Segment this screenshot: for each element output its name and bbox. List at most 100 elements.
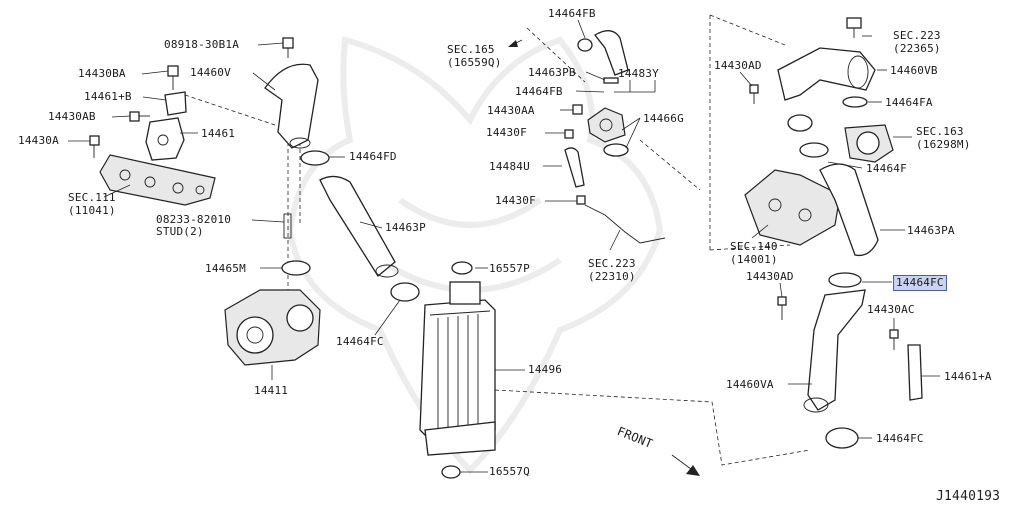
label-14496[interactable]: 14496 bbox=[528, 363, 563, 376]
label-16557p[interactable]: 16557P bbox=[489, 262, 530, 275]
bolt-14430ab[interactable] bbox=[129, 111, 150, 122]
label-08918-30b1a[interactable]: 08918-30B1A bbox=[164, 38, 240, 51]
label-14464fc-bottom[interactable]: 14464FC bbox=[876, 432, 924, 445]
label-sec223-bottom[interactable]: SEC.223 bbox=[588, 257, 636, 270]
label-14460vb[interactable]: 14460VB bbox=[890, 64, 938, 77]
clamp-14464fb[interactable] bbox=[603, 77, 619, 84]
exhaust-manifold[interactable] bbox=[99, 154, 216, 206]
label-14430ba[interactable]: 14430BA bbox=[78, 67, 126, 80]
label-14464fc-left[interactable]: 14464FC bbox=[336, 335, 384, 348]
boundary-center-3 bbox=[709, 14, 786, 46]
clamp-14464fb-top[interactable] bbox=[577, 38, 593, 52]
clamp-14464fc-highlight[interactable] bbox=[828, 272, 862, 288]
intercooler-14496[interactable] bbox=[419, 281, 496, 456]
leader-lines bbox=[68, 19, 940, 473]
pipe-14460va[interactable] bbox=[803, 289, 866, 413]
label-14461[interactable]: 14461 bbox=[201, 127, 236, 140]
label-14430aa[interactable]: 14430AA bbox=[487, 104, 535, 117]
label-sec223-bottom-ref: (22310) bbox=[588, 270, 636, 283]
clamp-14464fa[interactable] bbox=[842, 96, 868, 108]
hose-14463p[interactable] bbox=[319, 175, 399, 278]
bracket-14461[interactable] bbox=[145, 91, 187, 161]
label-16557q[interactable]: 16557Q bbox=[489, 465, 530, 478]
label-14463pb[interactable]: 14463PB bbox=[528, 66, 576, 79]
label-stud: STUD(2) bbox=[156, 225, 204, 238]
label-14464fb-top[interactable]: 14464FB bbox=[548, 7, 596, 20]
label-08233-82010[interactable]: 08233-82010 bbox=[156, 213, 232, 226]
label-sec223-top[interactable]: SEC.223 bbox=[893, 29, 941, 42]
hose-14463pb[interactable] bbox=[594, 30, 629, 76]
throttle-sec163[interactable] bbox=[844, 124, 894, 163]
clip-14430f-1[interactable] bbox=[564, 129, 574, 139]
stud-08233[interactable] bbox=[283, 213, 292, 239]
label-14464fd[interactable]: 14464FD bbox=[349, 150, 397, 163]
label-14430f-2[interactable]: 14430F bbox=[495, 194, 536, 207]
label-14464fb[interactable]: 14464FB bbox=[515, 85, 563, 98]
hose-14464f-body[interactable] bbox=[787, 114, 813, 132]
label-14464fa[interactable]: 14464FA bbox=[885, 96, 933, 109]
cap-16557q[interactable] bbox=[441, 465, 461, 479]
label-14430ad-mid[interactable]: 14430AD bbox=[746, 270, 794, 283]
clip-14430f-2[interactable] bbox=[576, 195, 586, 205]
bolt-14430aa[interactable] bbox=[572, 104, 583, 115]
label-sec163[interactable]: SEC.163 bbox=[916, 125, 964, 138]
label-14483y[interactable]: 14483Y bbox=[618, 67, 659, 80]
bolt-14430ac[interactable] bbox=[889, 329, 899, 350]
label-14460v[interactable]: 14460V bbox=[190, 66, 231, 79]
label-14430ab[interactable]: 14430AB bbox=[48, 110, 96, 123]
boundary-center-2 bbox=[639, 139, 701, 191]
label-14430ac[interactable]: 14430AC bbox=[867, 303, 915, 316]
label-14460va[interactable]: 14460VA bbox=[726, 378, 774, 391]
label-sec111-ref: (11041) bbox=[68, 204, 116, 217]
clamp-14464fc-bottom[interactable] bbox=[825, 427, 859, 449]
boundary-left-1 bbox=[184, 94, 276, 126]
pipe-14460v[interactable] bbox=[264, 63, 319, 149]
front-arrow bbox=[671, 454, 700, 476]
label-14411[interactable]: 14411 bbox=[254, 384, 289, 397]
label-sec163-ref: (16298M) bbox=[916, 138, 971, 151]
turbocharger-14411[interactable] bbox=[224, 289, 321, 366]
label-sec140[interactable]: SEC.140 bbox=[730, 240, 778, 253]
tube-sec223[interactable] bbox=[584, 204, 666, 244]
label-14464f[interactable]: 14464F bbox=[866, 162, 907, 175]
bolt-14430ad-mid[interactable] bbox=[777, 296, 787, 320]
label-14430ad-top[interactable]: 14430AD bbox=[714, 59, 762, 72]
label-14465m[interactable]: 14465M bbox=[205, 262, 246, 275]
boundary-center-1 bbox=[526, 27, 586, 83]
label-14430f-1[interactable]: 14430F bbox=[486, 126, 527, 139]
boundary-bottom-1 bbox=[494, 389, 811, 466]
gasket-14465m[interactable] bbox=[281, 260, 311, 276]
hose-14463pa[interactable] bbox=[819, 163, 879, 257]
valve-14483y[interactable] bbox=[587, 107, 626, 143]
label-14461-b[interactable]: 14461+B bbox=[84, 90, 132, 103]
bolt-08918[interactable] bbox=[282, 37, 294, 58]
gasket-14466g[interactable] bbox=[603, 143, 629, 157]
label-14463p[interactable]: 14463P bbox=[385, 221, 426, 234]
clamp-14464fc-left[interactable] bbox=[390, 282, 420, 302]
bracket-14461a[interactable] bbox=[907, 344, 923, 401]
label-14430a[interactable]: 14430A bbox=[18, 134, 59, 147]
label-14461-a[interactable]: 14461+A bbox=[944, 370, 992, 383]
label-14484u[interactable]: 14484U bbox=[489, 160, 530, 173]
sensor-sec223-top[interactable] bbox=[846, 17, 862, 38]
cap-16557p[interactable] bbox=[451, 261, 473, 275]
bolt-14430ba[interactable] bbox=[167, 65, 179, 90]
pipe-14460vb[interactable] bbox=[777, 47, 876, 101]
boundary-center-5 bbox=[709, 244, 791, 251]
intake-sec140[interactable] bbox=[744, 169, 841, 246]
clamp-14464f[interactable] bbox=[799, 142, 829, 158]
label-sec165[interactable]: SEC.165 bbox=[447, 43, 495, 56]
label-14466g[interactable]: 14466G bbox=[643, 112, 684, 125]
hose-14484u[interactable] bbox=[564, 147, 585, 188]
label-14463pa[interactable]: 14463PA bbox=[907, 224, 955, 237]
label-sec223-top-ref: (22365) bbox=[893, 42, 941, 55]
arrow-sec165 bbox=[508, 39, 523, 47]
label-14464fc-highlighted[interactable]: 14464FC bbox=[893, 275, 947, 291]
bolt-14430ad-top[interactable] bbox=[749, 84, 759, 104]
label-sec111[interactable]: SEC.111 bbox=[68, 191, 116, 204]
label-sec140-ref: (14001) bbox=[730, 253, 778, 266]
bolt-14430a[interactable] bbox=[89, 135, 100, 158]
clamp-14464fd[interactable] bbox=[300, 150, 330, 166]
